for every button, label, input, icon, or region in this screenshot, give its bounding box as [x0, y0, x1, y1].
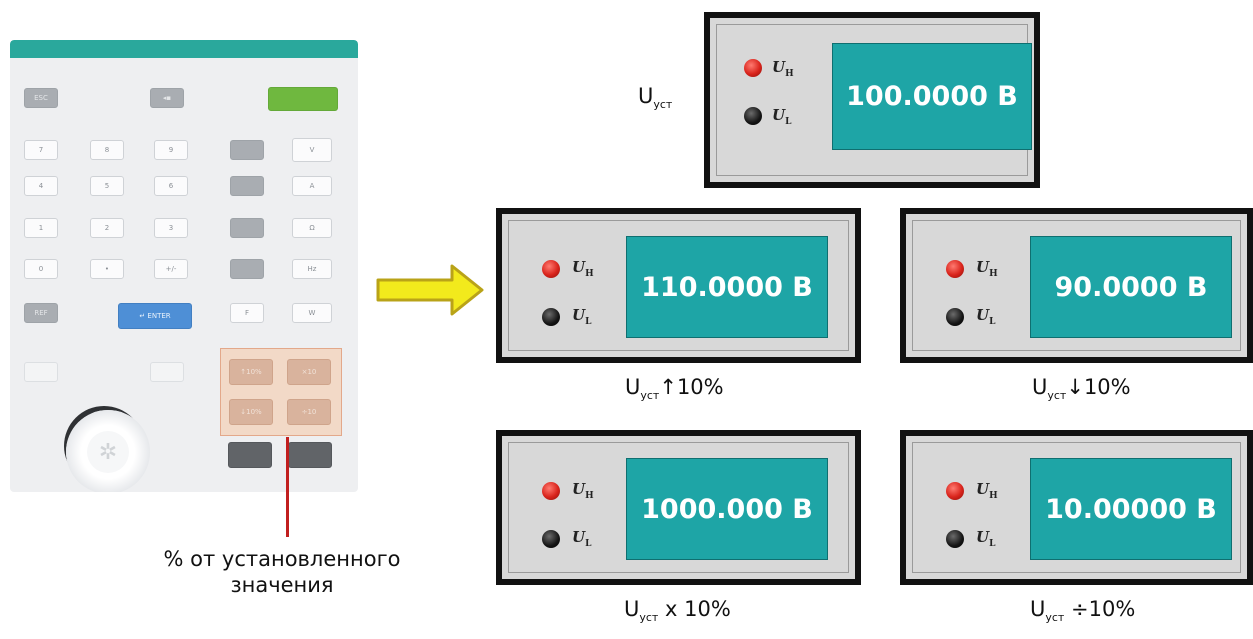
- key-5[interactable]: 5: [90, 176, 124, 196]
- enter-key[interactable]: ↵ ENTER: [118, 303, 192, 329]
- unit-a-key[interactable]: A: [292, 176, 332, 196]
- meter-bezel: [508, 220, 849, 351]
- key-0[interactable]: 0: [24, 259, 58, 279]
- rotary-knob[interactable]: ✲: [66, 410, 150, 492]
- meter-bezel: [912, 220, 1241, 351]
- meter-down10: UH UL 90.0000 В: [900, 208, 1253, 363]
- leader-line: [286, 437, 289, 537]
- key-2[interactable]: 2: [90, 218, 124, 238]
- meter-down10-caption: Uуст↓10%: [1032, 375, 1131, 403]
- green-key[interactable]: [268, 87, 338, 111]
- led-high-label: UH: [572, 258, 594, 279]
- meter-bezel: [912, 442, 1241, 573]
- unit-hz-key[interactable]: Hz: [292, 259, 332, 279]
- meter-screen: 1000.000 В: [626, 458, 828, 560]
- esc-key[interactable]: ESC: [24, 88, 58, 108]
- key-6[interactable]: 6: [154, 176, 188, 196]
- led-low-icon: [542, 308, 560, 326]
- pct-down-key[interactable]: ↓10%: [229, 399, 273, 425]
- led-low-label: UL: [976, 528, 996, 549]
- key-1[interactable]: 1: [24, 218, 58, 238]
- prefix-key-1[interactable]: [230, 140, 264, 160]
- meter-x10-caption: Uуст x 10%: [624, 597, 731, 625]
- meter-bezel: [508, 442, 849, 573]
- key-dot[interactable]: •: [90, 259, 124, 279]
- led-high-icon: [542, 482, 560, 500]
- dark-key-right[interactable]: [288, 442, 332, 468]
- led-high-icon: [542, 260, 560, 278]
- prefix-key-4[interactable]: [230, 259, 264, 279]
- percent-keys-highlight: ↑10% ×10 ↓10% ÷10: [220, 348, 342, 436]
- prefix-key-3[interactable]: [230, 218, 264, 238]
- pct-up-key[interactable]: ↑10%: [229, 359, 273, 385]
- led-high-label: UH: [976, 258, 998, 279]
- knob-center-icon: ✲: [87, 431, 129, 473]
- keypad-top-bar: [10, 40, 358, 58]
- meter-screen: 110.0000 В: [626, 236, 828, 338]
- left-soft-key[interactable]: [24, 362, 58, 382]
- pct-mul-key[interactable]: ×10: [287, 359, 331, 385]
- led-high-icon: [946, 260, 964, 278]
- led-low-label: UL: [572, 528, 592, 549]
- led-low-icon: [744, 107, 762, 125]
- led-low-label: UL: [976, 306, 996, 327]
- key-7[interactable]: 7: [24, 140, 58, 160]
- led-high-icon: [946, 482, 964, 500]
- key-9[interactable]: 9: [154, 140, 188, 160]
- percent-caption-line1: % от установленного: [163, 547, 401, 571]
- key-sign[interactable]: +/-: [154, 259, 188, 279]
- meter-div10-caption: Uуст ÷10%: [1030, 597, 1136, 625]
- led-low-label: UL: [772, 106, 792, 127]
- led-high-label: UH: [772, 58, 794, 79]
- right-arrow-icon: [376, 264, 484, 316]
- meter-setpoint-caption: Uуст: [638, 84, 673, 112]
- meter-screen: 100.0000 В: [832, 43, 1032, 150]
- led-low-icon: [946, 530, 964, 548]
- led-low-icon: [946, 308, 964, 326]
- percent-caption: % от установленного значения: [120, 546, 444, 598]
- keypad-panel: ESC ◂▪ 7 8 9 4 5 6 1 2 3 0 • +/- V A Ω H…: [10, 40, 358, 492]
- function-key[interactable]: F: [230, 303, 264, 323]
- meter-setpoint: UH UL 100.0000 В: [704, 12, 1040, 188]
- led-high-label: UH: [572, 480, 594, 501]
- key-8[interactable]: 8: [90, 140, 124, 160]
- pct-div-key[interactable]: ÷10: [287, 399, 331, 425]
- dark-key-left[interactable]: [228, 442, 272, 468]
- unit-ohm-key[interactable]: Ω: [292, 218, 332, 238]
- unit-w-key[interactable]: W: [292, 303, 332, 323]
- percent-caption-line2: значения: [230, 573, 334, 597]
- ref-key[interactable]: REF: [24, 303, 58, 323]
- led-high-label: UH: [976, 480, 998, 501]
- right-soft-key[interactable]: [150, 362, 184, 382]
- meter-x10: UH UL 1000.000 В: [496, 430, 861, 585]
- unit-v-key[interactable]: V: [292, 138, 332, 162]
- prefix-key-2[interactable]: [230, 176, 264, 196]
- backspace-key[interactable]: ◂▪: [150, 88, 184, 108]
- led-low-label: UL: [572, 306, 592, 327]
- meter-up10-caption: Uуст↑10%: [625, 375, 724, 403]
- meter-screen: 10.00000 В: [1030, 458, 1232, 560]
- key-3[interactable]: 3: [154, 218, 188, 238]
- meter-div10: UH UL 10.00000 В: [900, 430, 1253, 585]
- led-low-icon: [542, 530, 560, 548]
- meter-screen: 90.0000 В: [1030, 236, 1232, 338]
- key-4[interactable]: 4: [24, 176, 58, 196]
- meter-up10: UH UL 110.0000 В: [496, 208, 861, 363]
- led-high-icon: [744, 59, 762, 77]
